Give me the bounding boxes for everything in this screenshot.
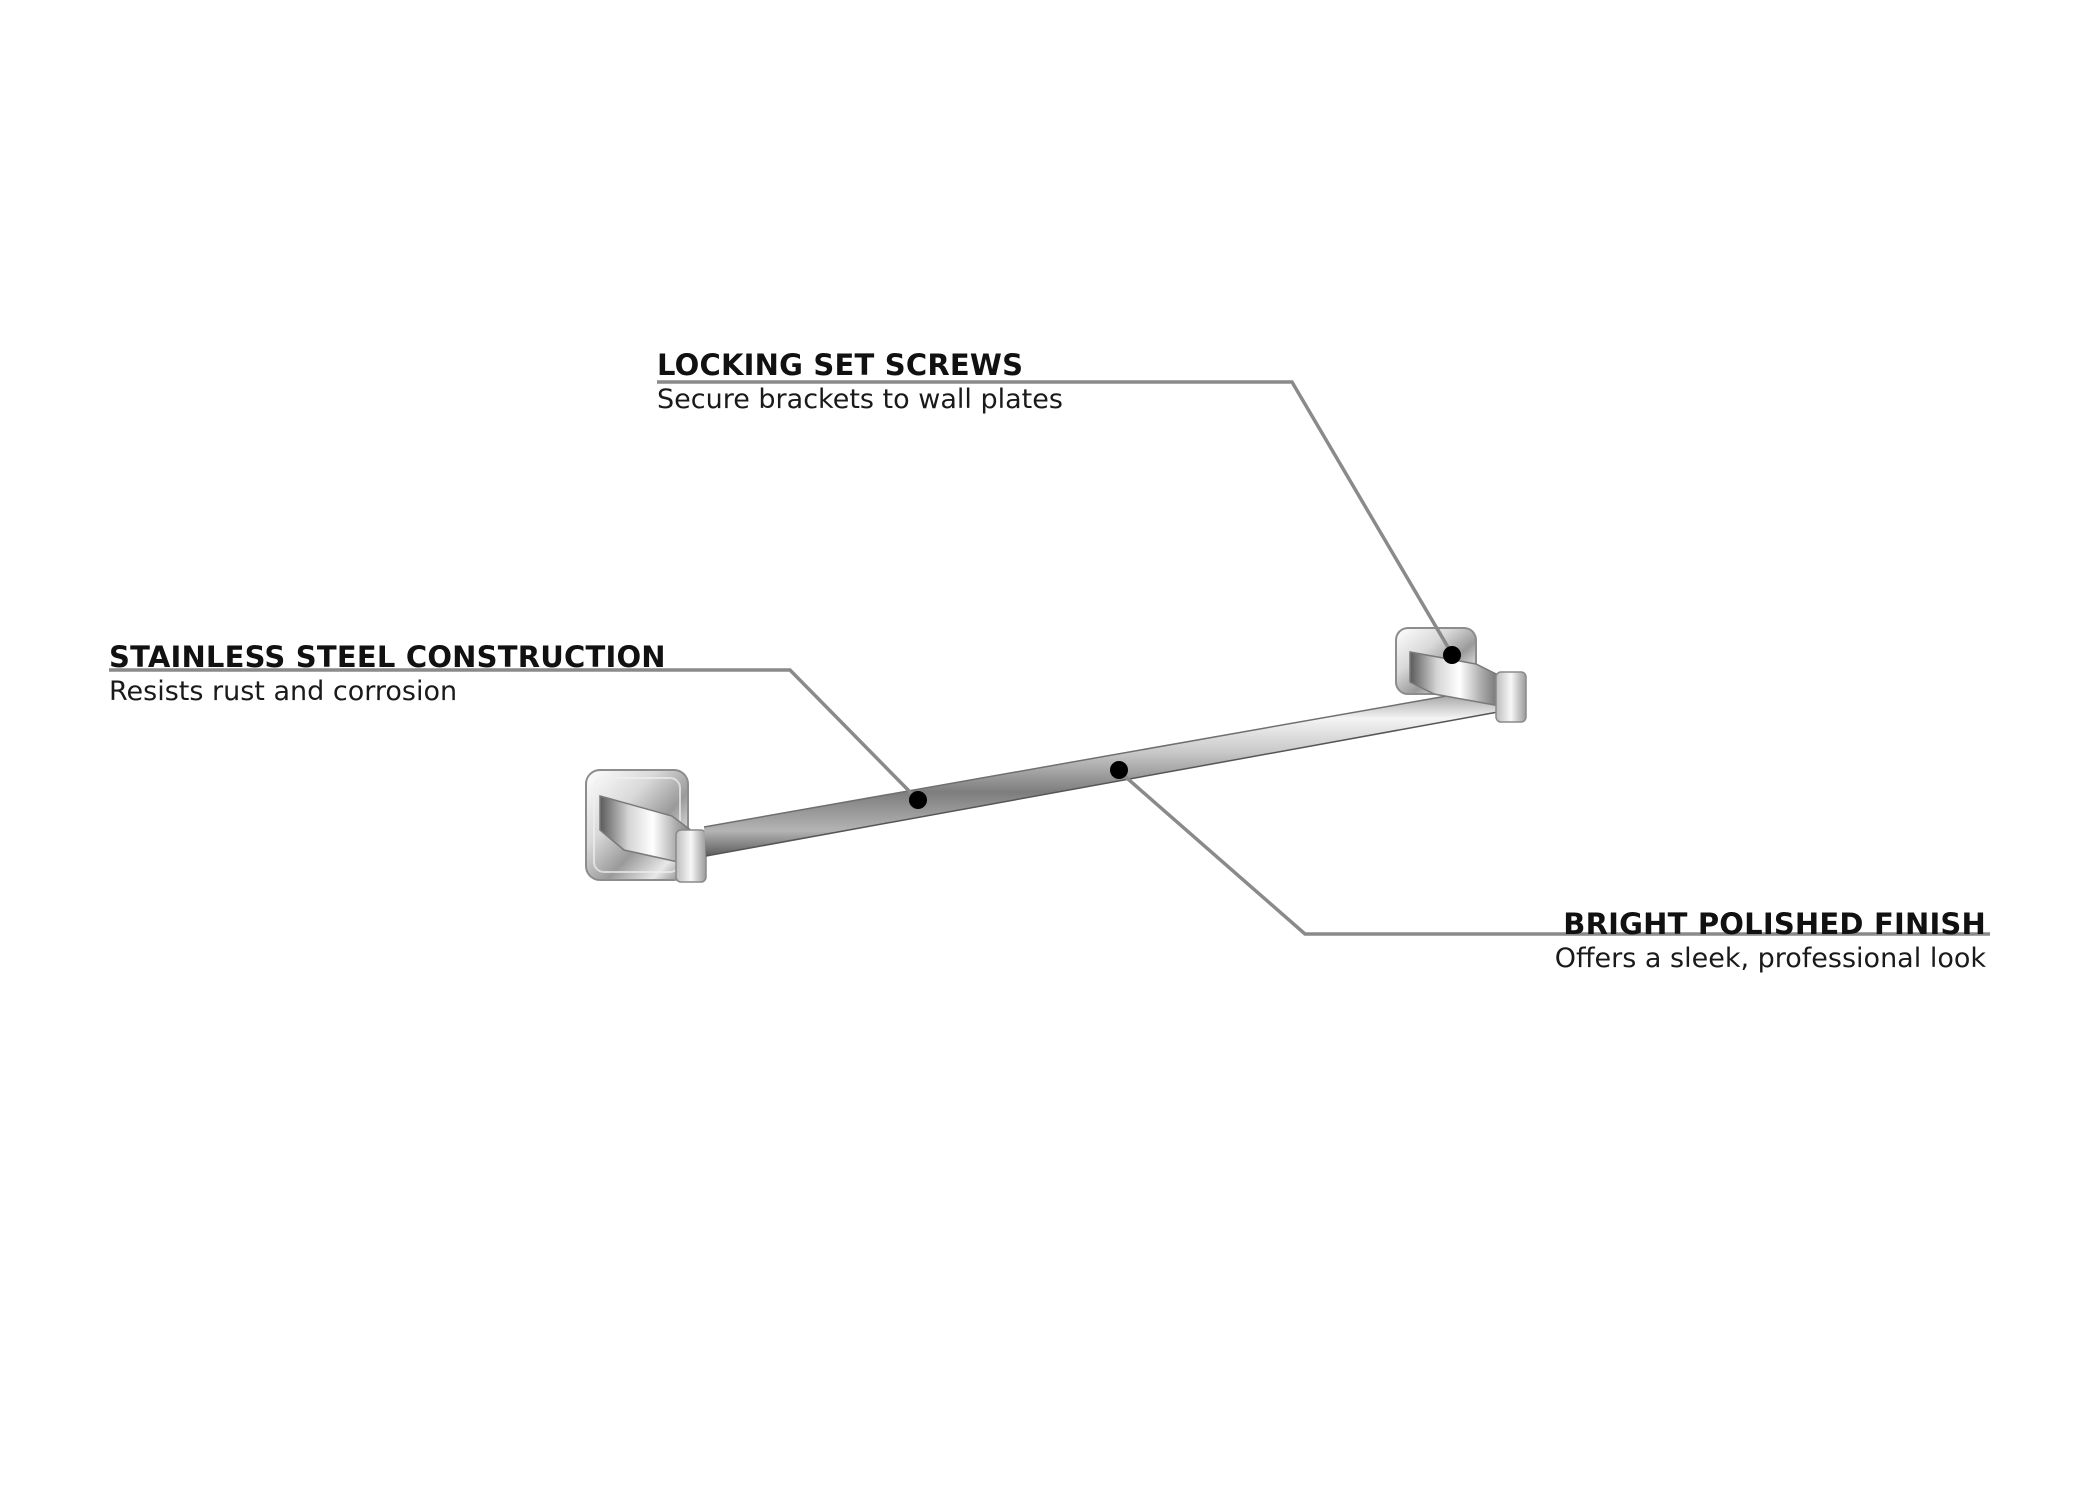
stainless-steel-leader (109, 668, 918, 800)
marker-dots (909, 646, 1461, 809)
callout-description: Secure brackets to wall plates (657, 384, 1063, 415)
right-bracket (1409, 651, 1527, 723)
left-bracket (599, 795, 707, 883)
callout-stainless-steel-construction: STAINLESS STEEL CONSTRUCTION Resists rus… (109, 639, 666, 709)
towel-rod (703, 687, 1499, 857)
polished-finish-marker (1110, 761, 1128, 779)
callout-title: STAINLESS STEEL CONSTRUCTION (109, 640, 666, 674)
polished-finish-leader (1118, 770, 1990, 936)
locking-screws-marker (1443, 646, 1461, 664)
locking-screws-leader (657, 380, 1454, 655)
callout-locking-set-screws: LOCKING SET SCREWS Secure brackets to wa… (657, 347, 1063, 417)
callout-bright-polished-finish: BRIGHT POLISHED FINISH Offers a sleek, p… (1555, 906, 1986, 976)
leader-lines (109, 380, 1990, 936)
callout-title: LOCKING SET SCREWS (657, 348, 1024, 382)
stainless-steel-marker (909, 791, 927, 809)
callout-description: Resists rust and corrosion (109, 676, 458, 707)
callout-description: Offers a sleek, professional look (1554, 943, 1986, 974)
callout-title: BRIGHT POLISHED FINISH (1563, 907, 1986, 941)
